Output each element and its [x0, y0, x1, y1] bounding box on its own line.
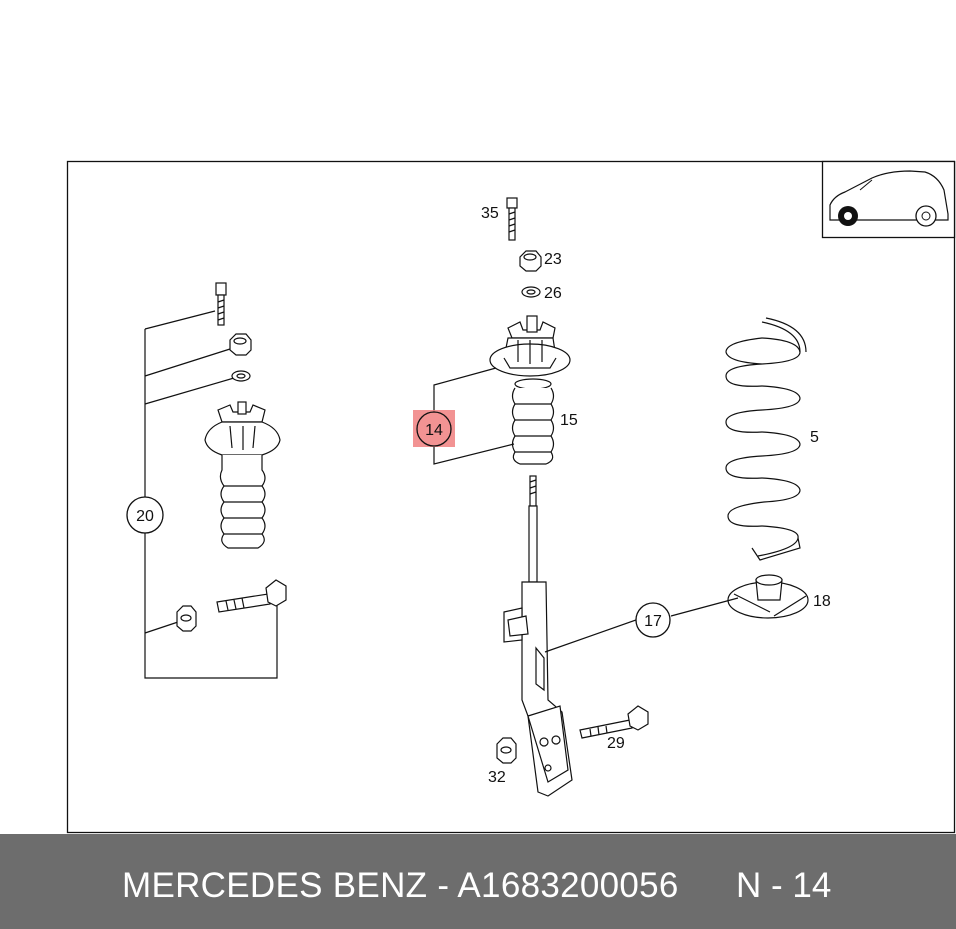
callout-17-leader: [544, 597, 739, 653]
part-26-washer-icon: [521, 286, 541, 298]
kit-bump-stop-boot-icon: [204, 401, 281, 549]
kit-flange-nut-icon: [176, 605, 197, 632]
callout-20-label: 20: [136, 508, 154, 525]
part-top-mount-icon: [489, 315, 571, 377]
callout-17-label: 17: [644, 613, 662, 630]
label-18[interactable]: 18: [813, 593, 831, 610]
callout-14[interactable]: 14: [413, 410, 455, 447]
parts-diagram: 20: [66, 160, 956, 834]
part-18-spring-seat-icon: [727, 574, 809, 619]
kit-nut-icon: [229, 333, 252, 356]
label-26[interactable]: 26: [544, 285, 562, 302]
part-29-bolt-icon: [579, 705, 649, 739]
diagram-code: N - 14: [736, 866, 832, 905]
part-23-nut-icon: [519, 250, 542, 272]
label-5[interactable]: 5: [810, 429, 819, 446]
callout-14-leader: [433, 367, 515, 465]
kit-long-bolt-icon: [216, 579, 287, 613]
label-23[interactable]: 23: [544, 251, 562, 268]
part-title: MERCEDES BENZ - A1683200056: [122, 866, 679, 905]
label-15[interactable]: 15: [560, 412, 578, 429]
callout-14-label: 14: [425, 422, 443, 439]
part-5-coil-spring-icon: [725, 317, 807, 561]
diagram-frame: [66, 160, 956, 834]
part-15-bump-stop-icon: [511, 378, 555, 465]
part-17-strut-body-icon: [503, 581, 573, 797]
callout-14-highlight: [413, 410, 455, 447]
callout-20[interactable]: 20: [126, 496, 164, 534]
kit-bolt-icon: [215, 282, 227, 326]
kit-washer-icon: [231, 370, 251, 382]
callout-17[interactable]: 17: [635, 602, 671, 638]
footer-bar: [0, 834, 956, 929]
label-35[interactable]: 35: [481, 205, 499, 222]
part-32-nut-icon: [496, 737, 517, 764]
label-32[interactable]: 32: [488, 769, 506, 786]
part-shock-rod-icon: [528, 475, 538, 583]
part-35-bolt-icon: [506, 197, 518, 241]
label-29[interactable]: 29: [607, 735, 625, 752]
car-location-inset: [821, 160, 956, 239]
strut-group: [489, 197, 649, 797]
kit-20-group: [144, 282, 287, 679]
